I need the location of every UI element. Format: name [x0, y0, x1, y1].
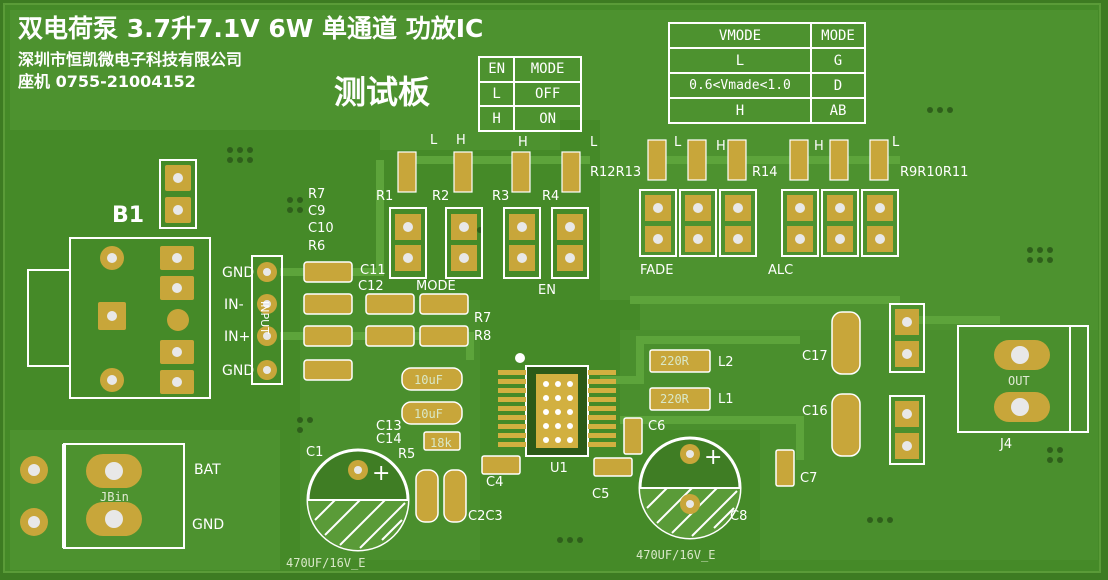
label-alc: ALC: [768, 263, 794, 278]
value-10uf-a: 10uF: [414, 373, 443, 387]
table-cell: L: [477, 80, 516, 108]
label-bat: BAT: [194, 462, 221, 478]
company-phone: 座机 0755-21004152: [18, 72, 196, 91]
label-r4: R4: [542, 189, 560, 204]
label-in-minus: IN-: [224, 297, 244, 313]
label-c12: C12: [358, 279, 384, 294]
label-jbin: JBin: [100, 490, 129, 504]
label-c11: C11: [360, 263, 386, 278]
label-c2c3: C2C3: [468, 509, 503, 524]
value-220r-b: 220R: [660, 392, 689, 406]
label-r1: R1: [376, 189, 394, 204]
label-c14: C14: [376, 432, 402, 447]
label-l1: L1: [718, 392, 734, 407]
label-u1: U1: [550, 461, 568, 476]
label-l-4: L: [892, 135, 900, 150]
label-l-1: L: [430, 133, 438, 148]
label-l2: L2: [718, 355, 734, 370]
label-h-2: H: [518, 135, 528, 150]
label-gnd-mid: GND: [222, 363, 255, 379]
table-cell: ON: [513, 105, 582, 132]
label-h-4: H: [814, 139, 824, 154]
cap-c1: +: [306, 448, 410, 552]
company-name: 深圳市恒凯微电子科技有限公司: [18, 50, 243, 69]
label-b1: B1: [112, 203, 145, 228]
value-220r-a: 220R: [660, 354, 689, 368]
label-c10: C10: [308, 221, 334, 236]
table-cell: H: [668, 97, 812, 124]
label-fade: FADE: [640, 263, 674, 278]
connector-b1: [27, 159, 211, 399]
label-r2: R2: [432, 189, 450, 204]
label-l-3: L: [674, 135, 682, 150]
en-header: EN: [477, 56, 516, 83]
value-c1-rating: 470UF/16V_E: [286, 556, 366, 570]
mode-header: MODE: [810, 22, 866, 49]
label-out: OUT: [1008, 374, 1030, 388]
vmode-header: VMODE: [668, 22, 812, 49]
label-h-1: H: [456, 133, 466, 148]
label-gnd-top: GND: [222, 265, 255, 281]
label-h-3: H: [716, 139, 726, 154]
label-c6: C6: [648, 419, 666, 434]
label-input: INPUT: [257, 301, 271, 334]
label-r14: R14: [752, 165, 778, 180]
table-cell: AB: [810, 97, 866, 124]
label-r12r13: R12R13: [590, 165, 642, 180]
label-c9: C9: [308, 204, 326, 219]
board-title: 双电荷泵 3.7升7.1V 6W 单通道 功放IC: [18, 14, 484, 43]
test-board-label: 测试板: [334, 73, 431, 111]
connector-bat: [20, 443, 185, 549]
table-cell: OFF: [513, 80, 582, 108]
label-in-plus: IN+: [224, 329, 251, 345]
label-l-2: L: [590, 135, 598, 150]
label-gnd-bottom: GND: [192, 517, 225, 533]
label-c13: C13: [376, 419, 402, 434]
svg-text:+: +: [372, 461, 390, 486]
table-cell: L: [668, 47, 812, 74]
label-r7b: R7: [474, 311, 492, 326]
value-18k: 18k: [430, 436, 452, 450]
label-r7: R7: [308, 187, 326, 202]
label-c4: C4: [486, 475, 504, 490]
label-c16: C16: [802, 404, 828, 419]
table-cell: 0.6<Vmade<1.0: [668, 72, 812, 99]
table-cell: G: [810, 47, 866, 74]
table-cell: H: [477, 105, 516, 132]
label-r3: R3: [492, 189, 510, 204]
label-j4: J4: [1000, 437, 1013, 452]
cap-c8: +: [638, 436, 742, 540]
label-c7: C7: [800, 471, 818, 486]
label-r6: R6: [308, 239, 326, 254]
table-cell: D: [810, 72, 866, 99]
label-mode: MODE: [416, 279, 456, 294]
svg-text:+: +: [704, 445, 722, 470]
label-c8: C8: [730, 509, 748, 524]
label-r9r10r11: R9R10R11: [900, 165, 969, 180]
label-c17: C17: [802, 349, 828, 364]
label-r5: R5: [398, 447, 416, 462]
value-10uf-b: 10uF: [414, 407, 443, 421]
value-c8-rating: 470UF/16V_E: [636, 548, 716, 562]
mode-header: MODE: [513, 56, 582, 83]
label-en: EN: [538, 283, 556, 298]
ic-u1: [498, 353, 616, 457]
label-c1: C1: [306, 445, 324, 460]
label-r8: R8: [474, 329, 492, 344]
label-c5: C5: [592, 487, 610, 502]
